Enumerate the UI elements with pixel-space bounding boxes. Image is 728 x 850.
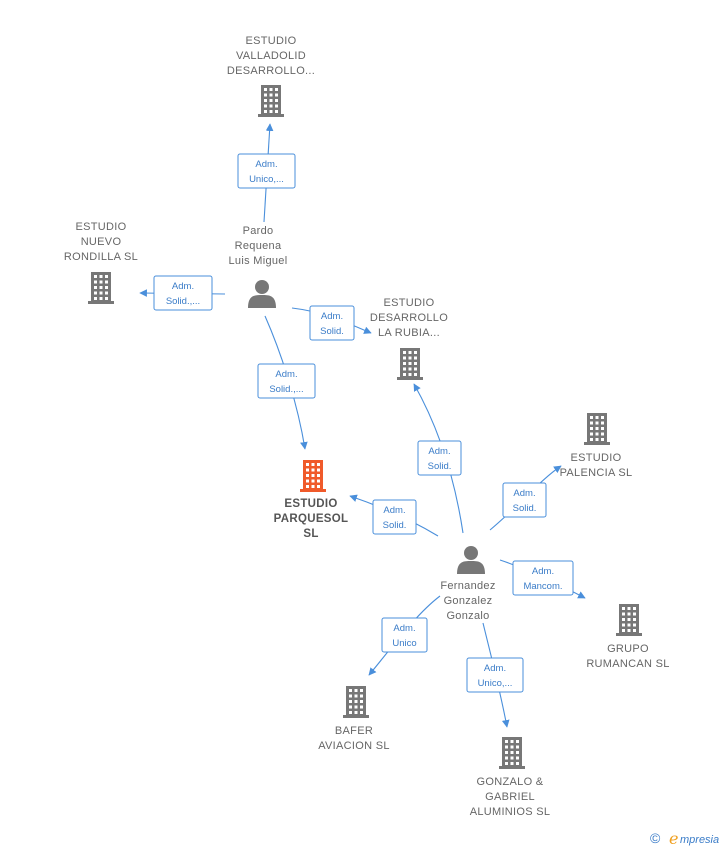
edge-role-text: Unico,...	[478, 678, 513, 689]
edge-role-text: Solid.,...	[269, 384, 303, 395]
edges-layer: Adm.Unico,...Adm.Solid.,...Adm.Solid.Adm…	[139, 123, 586, 728]
person-icon	[457, 546, 485, 574]
edge-role-text: Adm.	[275, 369, 297, 380]
node-label: ESTUDIO	[384, 297, 435, 309]
edge-fernandez-to-la_rubia: Adm. Solid.	[413, 383, 464, 534]
edge-role-text: Adm.	[321, 311, 343, 322]
node-bafer[interactable]: BAFER AVIACION SL	[318, 686, 390, 752]
node-label: Gonzalez	[444, 595, 493, 607]
node-label: RUMANCAN SL	[586, 658, 669, 670]
edge-role-text: Solid.,...	[166, 296, 200, 307]
edge-pardo-to-la_rubia: Adm. Solid.	[291, 305, 372, 341]
node-label: DESARROLLO...	[227, 65, 315, 77]
edge-role-text: Solid.	[428, 461, 452, 472]
edge-role-text: Solid.	[320, 326, 344, 337]
node-label: GONZALO &	[477, 776, 544, 788]
nodes-layer: ESTUDIO VALLADOLID DESARROLLO... ESTUDIO NUE…	[64, 35, 670, 818]
building-icon	[397, 348, 423, 380]
building-icon	[584, 413, 610, 445]
building-icon	[258, 85, 284, 117]
edge-role-text: Solid.	[513, 503, 537, 514]
edge-pardo-to-valladolid: Adm. Unico,...	[237, 123, 296, 223]
edge-role-text: Adm.	[255, 159, 277, 170]
node-label: ESTUDIO	[284, 498, 337, 510]
copyright-symbol: ©	[650, 830, 661, 846]
edge-role-label[interactable]: Adm. Solid.	[372, 499, 417, 535]
node-label: AVIACION SL	[318, 740, 390, 752]
building-icon	[300, 460, 326, 492]
edge-role-text: Adm.	[393, 623, 415, 634]
node-valladolid[interactable]: ESTUDIO VALLADOLID DESARROLLO...	[227, 35, 315, 117]
node-gonzalo-gabriel[interactable]: GONZALO & GABRIEL ALUMINIOS SL	[470, 737, 551, 818]
building-icon	[343, 686, 369, 718]
edge-role-text: Adm.	[532, 566, 554, 577]
building-icon	[499, 737, 525, 769]
edge-fernandez-to-parquesol: Adm. Solid.	[349, 494, 439, 537]
edge-role-label[interactable]: Adm. Unico,...	[237, 153, 296, 189]
edge-role-text: Unico	[392, 638, 416, 649]
edge-role-label[interactable]: Adm. Solid.	[502, 482, 547, 518]
node-label: Luis Miguel	[229, 255, 288, 267]
node-label: ESTUDIO	[571, 452, 622, 464]
node-rumancan[interactable]: GRUPO RUMANCAN SL	[586, 604, 669, 670]
edge-role-label[interactable]: Adm. Solid.,...	[257, 363, 316, 399]
edge-role-text: Unico,...	[249, 174, 284, 185]
edge-role-text: Adm.	[484, 663, 506, 674]
node-palencia[interactable]: ESTUDIO PALENCIA SL	[560, 413, 633, 479]
node-label: ALUMINIOS SL	[470, 806, 551, 818]
node-nuevo-rondilla[interactable]: ESTUDIO NUEVO RONDILLA SL	[64, 221, 138, 304]
edge-role-label[interactable]: Adm. Mancom.	[512, 560, 574, 596]
node-label: LA RUBIA...	[378, 327, 440, 339]
edge-role-text: Adm.	[428, 446, 450, 457]
person-icon	[248, 280, 276, 308]
node-label: NUEVO	[81, 236, 122, 248]
building-icon	[616, 604, 642, 636]
brand-logo-initial: e	[669, 829, 678, 848]
node-label: PARQUESOL	[274, 513, 349, 525]
node-label: SL	[303, 528, 318, 540]
node-label: VALLADOLID	[236, 50, 306, 62]
node-label: ESTUDIO	[76, 221, 127, 233]
node-label: GABRIEL	[485, 791, 535, 803]
edge-role-text: Adm.	[172, 281, 194, 292]
node-label: GRUPO	[607, 643, 649, 655]
node-label: Gonzalo	[446, 610, 489, 622]
edge-fernandez-to-gonzalo_gabriel: Adm. Unico,...	[466, 622, 524, 728]
node-label: ESTUDIO	[246, 35, 297, 47]
edge-fernandez-to-rumancan: Adm. Mancom.	[499, 559, 586, 599]
edge-role-text: Solid.	[383, 520, 407, 531]
edge-role-label[interactable]: Adm. Solid.	[417, 440, 462, 476]
node-label: Fernandez	[440, 580, 495, 592]
edge-role-label[interactable]: Adm. Unico,...	[466, 657, 524, 693]
node-label: Requena	[235, 240, 282, 252]
watermark: © e mpresia	[650, 829, 719, 848]
node-label: RONDILLA SL	[64, 251, 138, 263]
edge-pardo-to-parquesol: Adm. Solid.,...	[257, 315, 316, 450]
node-la-rubia[interactable]: ESTUDIO DESARROLLO LA RUBIA...	[370, 297, 448, 380]
edge-role-text: Adm.	[513, 488, 535, 499]
node-label: DESARROLLO	[370, 312, 448, 324]
node-label: BAFER	[335, 725, 373, 737]
edge-fernandez-to-palencia: Adm. Solid.	[489, 465, 562, 531]
node-parquesol[interactable]: ESTUDIO PARQUESOL SL	[274, 460, 349, 540]
building-icon	[88, 272, 114, 304]
node-label: Pardo	[243, 225, 274, 237]
edge-role-text: Mancom.	[523, 581, 562, 592]
edge-role-label[interactable]: Adm. Solid.,...	[153, 275, 213, 311]
edge-pardo-to-nuevo_rondilla: Adm. Solid.,...	[139, 275, 226, 311]
edge-fernandez-to-bafer: Adm. Unico	[368, 595, 441, 676]
edge-role-text: Adm.	[383, 505, 405, 516]
edge-role-label[interactable]: Adm. Unico	[381, 617, 428, 653]
node-label: PALENCIA SL	[560, 467, 633, 479]
brand-name: mpresia	[680, 834, 719, 846]
edge-role-label[interactable]: Adm. Solid.	[309, 305, 355, 341]
